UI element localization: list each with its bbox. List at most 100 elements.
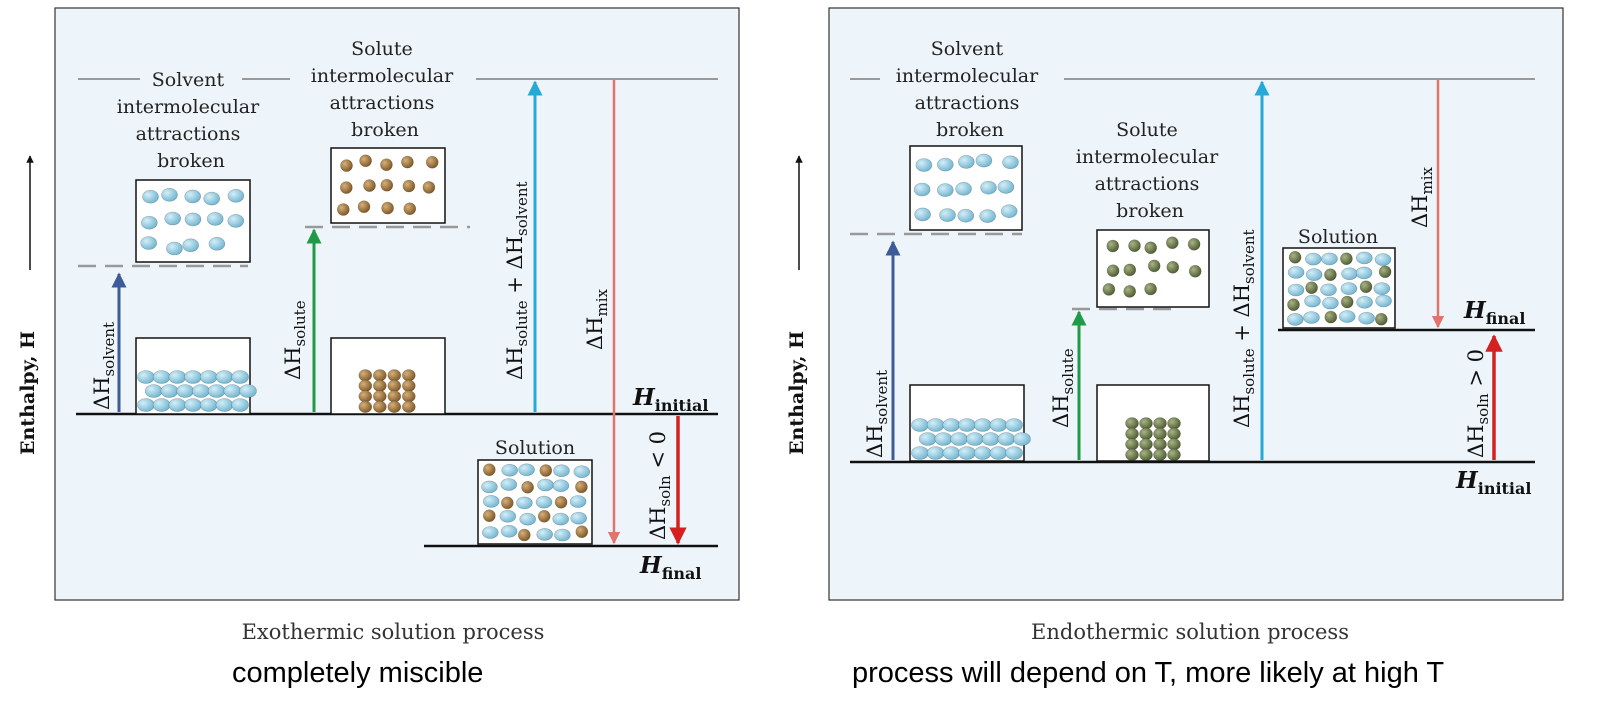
solute-particle bbox=[1147, 259, 1161, 273]
solvent-particle bbox=[975, 153, 993, 168]
solute-particle bbox=[372, 400, 387, 413]
solvent-particle bbox=[553, 464, 570, 478]
solute-particle bbox=[1144, 241, 1157, 255]
solute-particle bbox=[1340, 252, 1353, 266]
solute-particle bbox=[1125, 448, 1139, 461]
solvent-particle bbox=[182, 238, 199, 253]
solvent-particle bbox=[518, 463, 535, 477]
solute-particle bbox=[1106, 264, 1120, 278]
solute-particle bbox=[372, 379, 387, 392]
solvent-particle bbox=[1320, 283, 1337, 297]
solute-particle bbox=[1153, 427, 1167, 440]
solvent-particle bbox=[199, 370, 218, 384]
solute-particle bbox=[1167, 417, 1181, 430]
right-panel: Enthalpy, H Solvent intermolecular attra… bbox=[786, 7, 1564, 689]
solvent-particle bbox=[231, 370, 249, 384]
right-solution-particles bbox=[1287, 250, 1392, 326]
solvent-particle bbox=[966, 432, 984, 446]
solvent-particle bbox=[141, 215, 158, 230]
right-solute-caption: Solute intermolecular attractions broken bbox=[1076, 119, 1224, 222]
solvent-particle bbox=[199, 398, 218, 412]
left-pure-solvent-particles bbox=[137, 370, 257, 412]
left-dh-solvent-label: ΔHsolvent bbox=[90, 322, 118, 410]
left-pure-solute-particles bbox=[358, 369, 416, 413]
solvent-particle bbox=[942, 446, 961, 460]
solvent-particle bbox=[957, 155, 975, 169]
solvent-particle bbox=[573, 465, 591, 479]
solvent-particle bbox=[161, 188, 178, 202]
solvent-particle bbox=[192, 384, 210, 398]
solute-particle bbox=[401, 379, 416, 392]
solute-particle bbox=[425, 155, 439, 169]
right-solvent-separated-particles bbox=[913, 153, 1019, 223]
solute-particle bbox=[1102, 283, 1116, 296]
left-dh-solute-label: ΔHsolute bbox=[281, 300, 309, 380]
solvent-particle bbox=[537, 478, 554, 492]
solute-particle bbox=[1128, 239, 1141, 252]
left-dh-sum-label: ΔHsolute + ΔHsolvent bbox=[503, 181, 531, 380]
right-solute-separated-particles bbox=[1102, 236, 1202, 298]
solvent-particle bbox=[164, 211, 181, 226]
solvent-particle bbox=[482, 495, 500, 508]
solvent-particle bbox=[137, 398, 155, 412]
solute-particle bbox=[554, 495, 568, 509]
solvent-particle bbox=[957, 208, 975, 223]
solute-particle bbox=[363, 179, 376, 192]
solute-particle bbox=[358, 390, 373, 403]
solute-particle bbox=[575, 525, 589, 539]
solvent-particle bbox=[973, 418, 992, 432]
solvent-particle bbox=[1375, 294, 1392, 308]
solvent-particle bbox=[152, 370, 171, 384]
left-panel-note: completely miscible bbox=[232, 657, 483, 689]
solvent-particle bbox=[1356, 295, 1373, 309]
solvent-particle bbox=[1322, 296, 1339, 310]
solvent-particle bbox=[569, 495, 587, 508]
left-solute-separated-particles bbox=[336, 154, 439, 216]
solvent-particle bbox=[516, 496, 533, 510]
solute-particle bbox=[1288, 250, 1302, 264]
solute-particle bbox=[1340, 295, 1354, 309]
solute-particle bbox=[381, 201, 394, 215]
solvent-particle bbox=[142, 189, 159, 204]
solute-particle bbox=[482, 463, 496, 477]
solvent-particle bbox=[554, 528, 571, 542]
solvent-particle bbox=[1355, 266, 1373, 280]
solute-particle bbox=[401, 369, 416, 382]
solvent-particle bbox=[958, 446, 976, 460]
solvent-particle bbox=[215, 370, 234, 384]
solvent-particle bbox=[1374, 253, 1392, 266]
solute-particle bbox=[1144, 282, 1157, 296]
solvent-particle bbox=[184, 370, 202, 384]
solvent-particle bbox=[152, 398, 171, 412]
solvent-particle bbox=[1304, 294, 1321, 308]
solvent-particle bbox=[1013, 432, 1031, 446]
solute-particle bbox=[1167, 448, 1181, 461]
solute-particle bbox=[1187, 238, 1201, 251]
solvent-particle bbox=[1287, 283, 1305, 297]
solute-particle bbox=[1167, 427, 1181, 440]
solvent-particle bbox=[168, 370, 187, 384]
solvent-particle bbox=[936, 183, 954, 197]
solute-particle bbox=[336, 203, 350, 216]
solvent-particle bbox=[227, 189, 245, 203]
left-panel: Enthalpy, H Solvent intermolecular attra… bbox=[17, 7, 740, 689]
solvent-particle bbox=[914, 207, 931, 222]
solute-particle bbox=[401, 155, 414, 169]
solvent-particle bbox=[926, 418, 945, 432]
right-panel-caption: Endothermic solution process bbox=[1031, 620, 1349, 644]
solute-particle bbox=[575, 480, 588, 494]
right-dh-soln-label: ΔHsoln > 0 bbox=[1464, 349, 1492, 458]
right-panel-note: process will depend on T, more likely at… bbox=[852, 657, 1444, 689]
solute-particle bbox=[1123, 263, 1137, 277]
solute-particle bbox=[402, 179, 416, 193]
left-solution-particles bbox=[481, 463, 591, 542]
solvent-particle bbox=[1373, 282, 1391, 295]
solvent-particle bbox=[1305, 252, 1322, 266]
solvent-particle bbox=[1287, 266, 1305, 279]
solute-particle bbox=[387, 369, 402, 382]
solvent-particle bbox=[1000, 204, 1018, 218]
right-pure-solute-box bbox=[1096, 384, 1210, 462]
solvent-particle bbox=[184, 398, 202, 412]
left-solvent-caption: Solvent intermolecular attractions broke… bbox=[117, 69, 265, 172]
solvent-particle bbox=[176, 384, 194, 398]
